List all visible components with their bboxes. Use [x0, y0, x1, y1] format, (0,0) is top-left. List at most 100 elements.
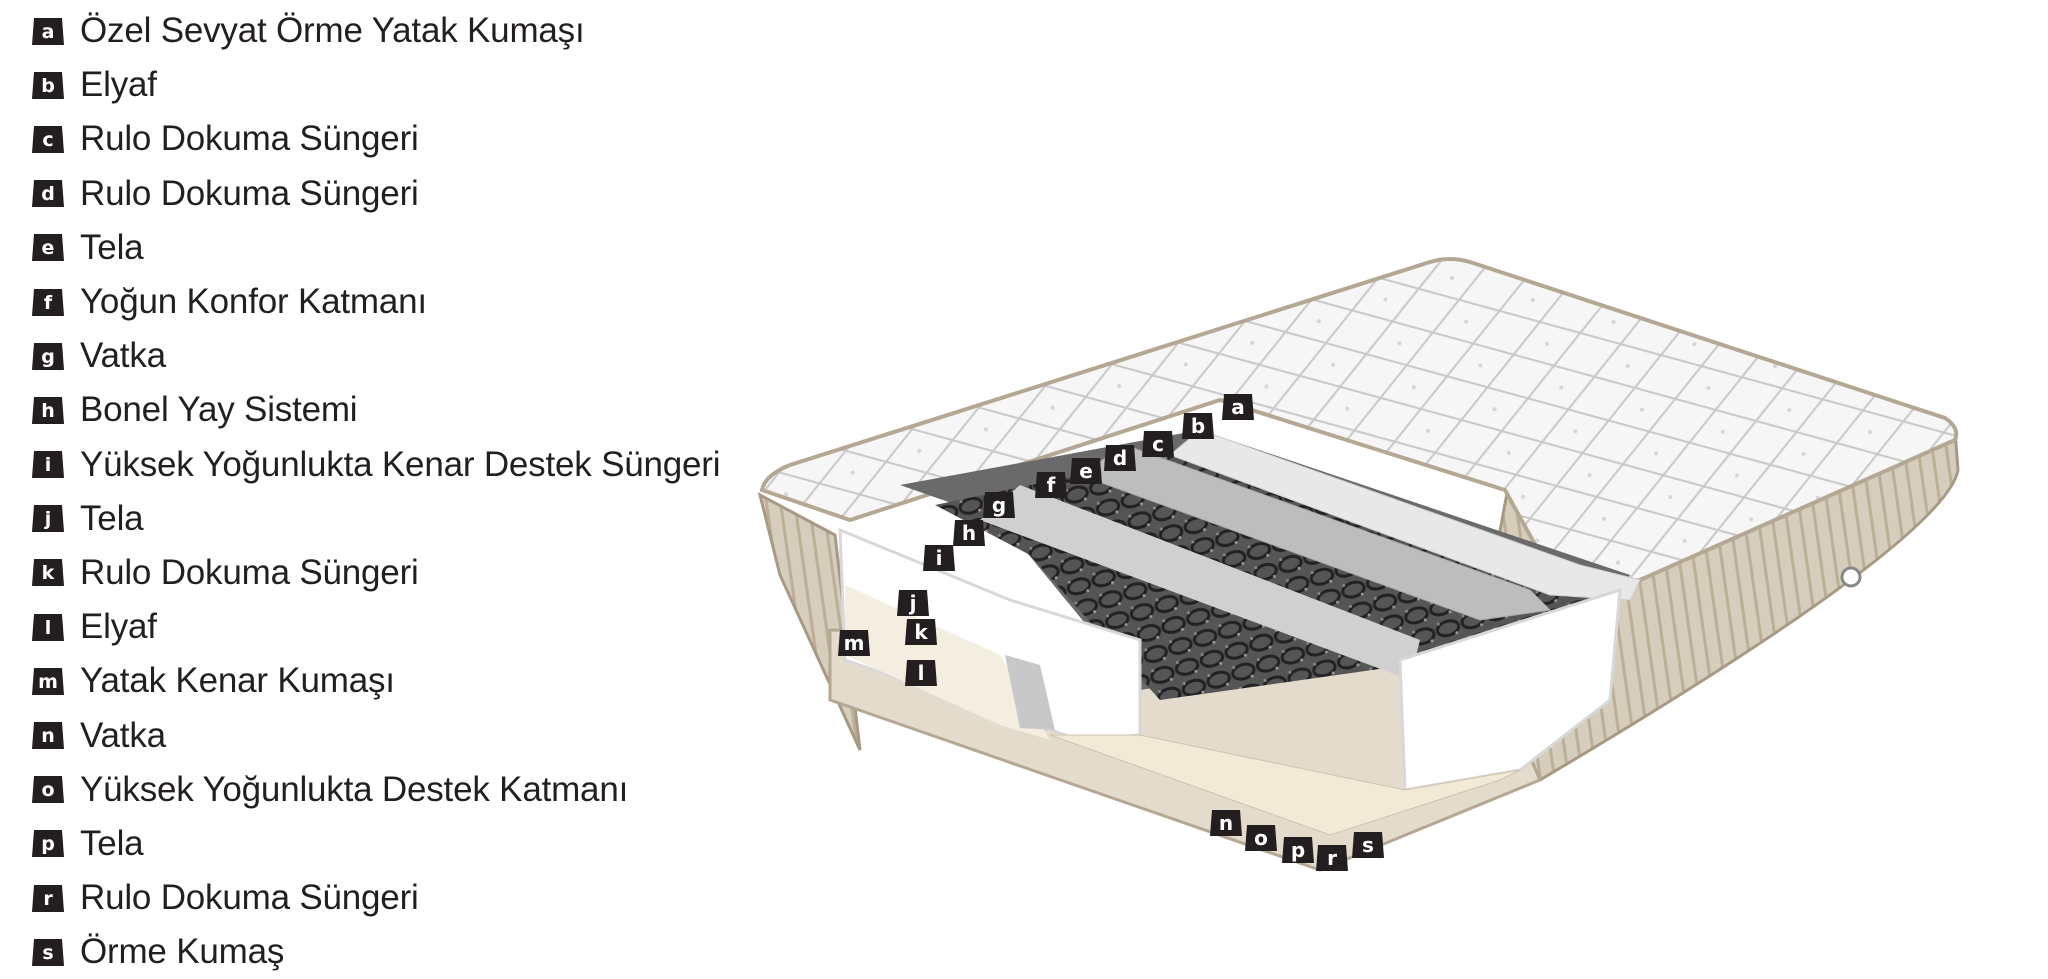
- legend-item-g: g Vatka: [32, 329, 772, 383]
- legend-item-j: j Tela: [32, 492, 772, 546]
- svg-text:s: s: [1362, 833, 1374, 857]
- marker-g: g: [983, 492, 1015, 518]
- tag-letter: a: [41, 20, 55, 43]
- letter-tag-icon: k: [32, 559, 64, 587]
- svg-text:i: i: [936, 546, 943, 570]
- svg-text:f: f: [1047, 473, 1056, 497]
- letter-tag-icon: r: [32, 884, 64, 912]
- tag-letter: p: [41, 833, 55, 856]
- layer-label: Vatka: [80, 336, 166, 376]
- mattress-cutaway-illustration: a b c d e f g h i j k l m n o p r s: [757, 257, 1960, 872]
- tag-letter: i: [44, 454, 52, 477]
- svg-text:o: o: [1254, 826, 1268, 850]
- tag-letter: b: [41, 74, 55, 97]
- svg-text:d: d: [1113, 446, 1127, 470]
- marker-n: n: [1210, 810, 1242, 836]
- marker-d: d: [1104, 445, 1136, 471]
- layer-label: Tela: [80, 227, 144, 267]
- legend-item-k: k Rulo Dokuma Süngeri: [32, 546, 772, 600]
- marker-o: o: [1245, 825, 1277, 851]
- svg-text:p: p: [1291, 838, 1305, 862]
- marker-j: j: [897, 590, 929, 616]
- tag-letter: r: [43, 887, 53, 910]
- layer-label: Rulo Dokuma Süngeri: [80, 173, 419, 213]
- letter-tag-icon: s: [32, 938, 64, 966]
- marker-i: i: [923, 545, 955, 571]
- layer-label: Vatka: [80, 715, 166, 755]
- tag-letter: j: [44, 508, 52, 531]
- marker-l: l: [905, 660, 937, 686]
- legend-item-l: l Elyaf: [32, 600, 772, 654]
- legend-item-m: m Yatak Kenar Kumaşı: [32, 654, 772, 708]
- marker-s: s: [1352, 832, 1384, 858]
- layer-label: Özel Sevyat Örme Yatak Kumaşı: [80, 11, 585, 51]
- marker-c: c: [1142, 431, 1174, 457]
- legend-item-a: a Özel Sevyat Örme Yatak Kumaşı: [32, 4, 772, 58]
- layer-label: Yüksek Yoğunlukta Destek Katmanı: [80, 769, 629, 809]
- svg-text:n: n: [1219, 811, 1233, 835]
- legend-item-p: p Tela: [32, 817, 772, 871]
- svg-text:h: h: [962, 521, 976, 545]
- tag-letter: k: [41, 562, 55, 585]
- svg-text:e: e: [1079, 459, 1093, 483]
- letter-tag-icon: h: [32, 396, 64, 424]
- legend-item-b: b Elyaf: [32, 58, 772, 112]
- letter-tag-icon: g: [32, 342, 64, 370]
- letter-tag-icon: d: [32, 180, 64, 208]
- tag-letter: o: [41, 779, 55, 802]
- marker-k: k: [905, 619, 937, 645]
- letter-tag-icon: f: [32, 288, 64, 316]
- letter-tag-icon: a: [32, 17, 64, 45]
- tag-letter: e: [41, 237, 55, 260]
- tag-letter: f: [43, 291, 53, 314]
- letter-tag-icon: l: [32, 613, 64, 641]
- layer-label: Yoğun Konfor Katmanı: [80, 282, 427, 322]
- marker-f: f: [1035, 472, 1067, 498]
- legend-item-o: o Yüksek Yoğunlukta Destek Katmanı: [32, 763, 772, 817]
- tag-letter: g: [41, 345, 55, 368]
- svg-text:j: j: [909, 591, 917, 615]
- svg-text:c: c: [1152, 432, 1164, 456]
- tag-letter: s: [42, 941, 54, 964]
- svg-text:a: a: [1231, 395, 1245, 419]
- legend-item-f: f Yoğun Konfor Katmanı: [32, 275, 772, 329]
- layer-label: Tela: [80, 823, 144, 863]
- tag-letter: h: [41, 399, 55, 422]
- layer-label: Elyaf: [80, 607, 157, 647]
- letter-tag-icon: j: [32, 505, 64, 533]
- tag-letter: n: [41, 725, 55, 748]
- svg-text:g: g: [992, 493, 1006, 517]
- tag-letter: l: [44, 616, 52, 639]
- svg-text:m: m: [844, 631, 865, 655]
- letter-tag-icon: i: [32, 451, 64, 479]
- layer-label: Rulo Dokuma Süngeri: [80, 552, 419, 592]
- layer-label: Tela: [80, 498, 144, 538]
- marker-a: a: [1222, 394, 1254, 420]
- tag-letter: c: [42, 128, 54, 151]
- layer-label: Yatak Kenar Kumaşı: [80, 661, 395, 701]
- marker-b: b: [1182, 413, 1214, 439]
- layer-label: Elyaf: [80, 65, 157, 105]
- marker-m: m: [838, 630, 870, 656]
- svg-text:l: l: [918, 661, 925, 685]
- legend-item-n: n Vatka: [32, 708, 772, 762]
- letter-tag-icon: c: [32, 125, 64, 153]
- marker-e: e: [1070, 458, 1102, 484]
- letter-tag-icon: b: [32, 71, 64, 99]
- marker-r: r: [1316, 845, 1348, 871]
- layer-label: Örme Kumaş: [80, 932, 285, 972]
- svg-text:k: k: [914, 620, 928, 644]
- letter-tag-icon: m: [32, 667, 64, 695]
- marker-p: p: [1282, 837, 1314, 863]
- legend-item-d: d Rulo Dokuma Süngeri: [32, 167, 772, 221]
- legend-item-e: e Tela: [32, 221, 772, 275]
- legend-item-s: s Örme Kumaş: [32, 925, 772, 979]
- tag-letter: d: [41, 183, 55, 206]
- marker-h: h: [953, 520, 985, 546]
- svg-text:b: b: [1191, 414, 1205, 438]
- letter-tag-icon: n: [32, 722, 64, 750]
